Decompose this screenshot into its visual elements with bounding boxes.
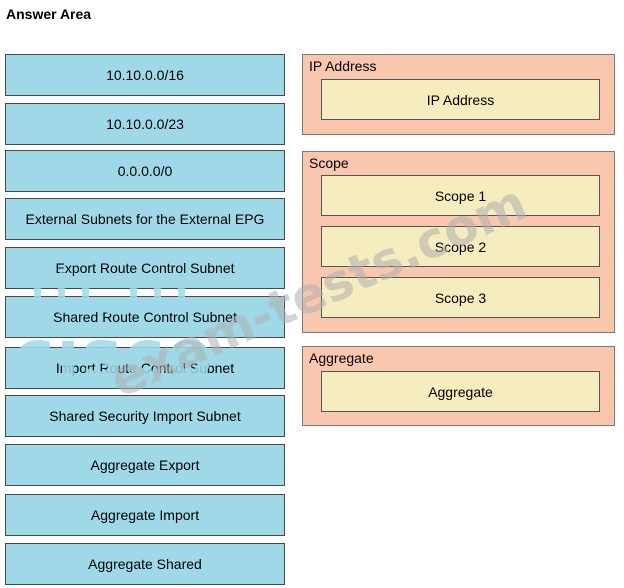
target-group-aggregate: Aggregate Aggregate — [302, 346, 615, 426]
drop-slot-ip-address[interactable]: IP Address — [321, 79, 600, 120]
group-label-scope: Scope — [309, 155, 349, 171]
drag-item-aggregate-import[interactable]: Aggregate Import — [5, 494, 285, 536]
drag-item-10-10-0-0-16[interactable]: 10.10.0.0/16 — [5, 54, 285, 96]
group-label-ip-address: IP Address — [309, 58, 377, 74]
drag-item-aggregate-export[interactable]: Aggregate Export — [5, 444, 285, 486]
drag-item-aggregate-shared[interactable]: Aggregate Shared — [5, 543, 285, 585]
drop-slot-scope-3[interactable]: Scope 3 — [321, 277, 600, 318]
target-group-scope: Scope Scope 1 Scope 2 Scope 3 — [302, 151, 615, 333]
answer-area-title: Answer Area — [6, 6, 92, 22]
drop-slot-aggregate[interactable]: Aggregate — [321, 371, 600, 412]
drag-item-import-route-control[interactable]: Import Route Control Subnet — [5, 347, 285, 389]
drop-slot-scope-2[interactable]: Scope 2 — [321, 226, 600, 267]
drag-item-external-subnets[interactable]: External Subnets for the External EPG — [5, 198, 285, 240]
drag-item-0-0-0-0-0[interactable]: 0.0.0.0/0 — [5, 150, 285, 192]
drag-item-shared-route-control[interactable]: Shared Route Control Subnet — [5, 296, 285, 338]
drag-item-10-10-0-0-23[interactable]: 10.10.0.0/23 — [5, 103, 285, 145]
target-group-ip-address: IP Address IP Address — [302, 54, 615, 135]
drop-slot-scope-1[interactable]: Scope 1 — [321, 175, 600, 216]
group-label-aggregate: Aggregate — [309, 350, 374, 366]
drag-item-shared-security-import[interactable]: Shared Security Import Subnet — [5, 395, 285, 437]
drag-item-export-route-control[interactable]: Export Route Control Subnet — [5, 247, 285, 289]
